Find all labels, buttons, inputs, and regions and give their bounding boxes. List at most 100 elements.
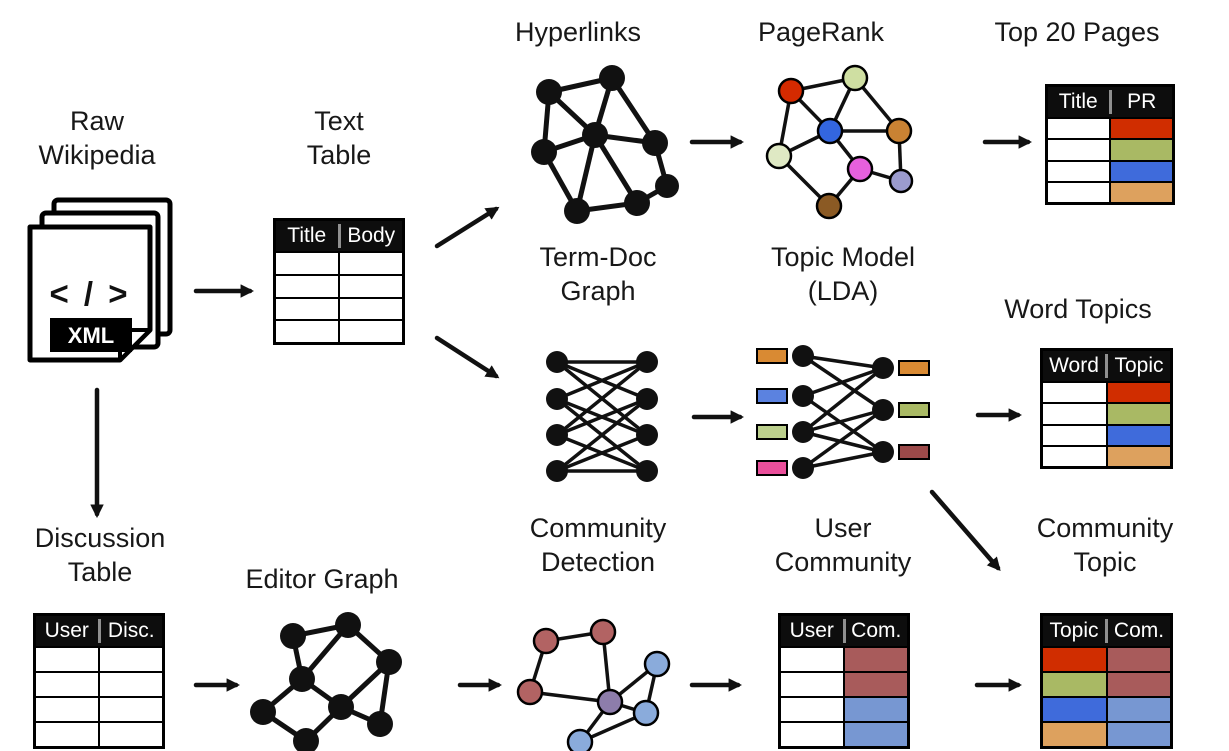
table-cell <box>1111 182 1172 202</box>
graph-edge <box>802 354 884 370</box>
label-line: User <box>814 513 872 543</box>
graph-node <box>642 130 668 156</box>
label-line: Community <box>774 547 912 577</box>
table-row <box>1048 159 1172 181</box>
graph-edge <box>555 360 649 437</box>
label-editor-graph: Editor Graph <box>245 564 399 594</box>
graph-node <box>777 77 805 105</box>
table-row <box>1043 696 1170 721</box>
header-divider <box>337 224 341 248</box>
label-line: Term-Doc <box>539 242 657 272</box>
table-row <box>781 721 907 746</box>
header-divider <box>1105 354 1108 378</box>
table-cell <box>340 298 402 320</box>
header-cell: Word <box>1049 354 1099 377</box>
header-cell: User <box>789 619 834 642</box>
flow-arrow <box>434 335 500 379</box>
table-cell <box>781 698 845 721</box>
label-line: Discussion <box>34 523 166 553</box>
label-topic-model: Topic Model (LDA) <box>771 240 915 308</box>
table-cell <box>100 673 162 696</box>
graph-node <box>289 666 315 692</box>
pagerank-graph <box>765 64 914 220</box>
table-cell <box>276 298 340 320</box>
table-row <box>36 696 162 721</box>
label-community-detection: Community Detection <box>530 511 667 579</box>
graph-node <box>655 174 679 198</box>
community-graph <box>516 618 671 751</box>
table-cell <box>781 673 845 696</box>
header-divider <box>1108 90 1112 114</box>
graph-node <box>367 711 393 737</box>
label-line: Topic Model <box>770 242 916 272</box>
graph-edge <box>801 366 885 434</box>
table-row <box>1048 138 1172 160</box>
table-cell <box>845 648 907 671</box>
graph-edge <box>802 366 884 398</box>
topic-swatch <box>756 460 788 476</box>
graph-node <box>636 424 658 446</box>
graph-node <box>564 198 590 224</box>
label-raw-wikipedia: Raw Wikipedia <box>38 104 155 172</box>
table-row <box>1048 117 1172 139</box>
label-community-topic: Community Topic <box>1037 511 1174 579</box>
label-line: Community <box>1036 513 1174 543</box>
network-graphs <box>250 64 930 751</box>
table-cell <box>1107 446 1170 466</box>
graph-edge <box>801 408 885 470</box>
table-row <box>781 646 907 671</box>
table-row <box>1043 381 1170 403</box>
label-line: Graph <box>560 276 636 306</box>
label-top-20-pages: Top 20 Pages <box>994 17 1160 47</box>
hyperlinks-graph <box>531 65 679 224</box>
header-cell: Com. <box>1113 619 1165 642</box>
table-row <box>1043 402 1170 424</box>
table-row <box>1043 721 1170 746</box>
graph-node <box>792 345 814 367</box>
graph-node <box>293 728 319 751</box>
graph-edge <box>592 133 640 205</box>
header-cell: Title <box>287 224 327 247</box>
table-cell <box>781 648 845 671</box>
label-line: Wikipedia <box>38 140 156 170</box>
label-term-doc-graph: Term-Doc Graph <box>539 240 656 308</box>
graph-edge <box>556 433 648 473</box>
graph-node <box>376 649 402 675</box>
graph-node <box>792 421 814 443</box>
table-cell <box>340 275 402 297</box>
table-row <box>276 251 402 274</box>
topic-swatch <box>756 424 788 440</box>
graph-edge <box>529 690 611 704</box>
graph-node <box>872 441 894 463</box>
table-cell <box>1048 119 1111 139</box>
table-row <box>276 296 402 320</box>
graph-node <box>636 388 658 410</box>
table-row <box>36 721 162 746</box>
graph-node <box>816 117 844 145</box>
graph-edge <box>801 394 885 454</box>
table-row <box>1043 646 1170 671</box>
table-cell <box>36 673 100 696</box>
table-cell <box>1107 425 1170 445</box>
topic-swatch <box>898 444 930 460</box>
xml-badge <box>50 318 132 352</box>
graph-node <box>632 699 660 727</box>
table-cell <box>845 673 907 696</box>
table-cell <box>1043 673 1108 696</box>
graph-node <box>885 117 913 145</box>
table-cell <box>1107 648 1170 671</box>
table-row <box>781 671 907 696</box>
graph-edge <box>802 408 884 434</box>
table-cell <box>1043 446 1108 466</box>
label-line: (LDA) <box>807 276 879 306</box>
label-line: Topic <box>1073 547 1137 577</box>
table-row <box>1043 423 1170 445</box>
header-divider <box>842 619 846 643</box>
graph-node <box>888 168 914 194</box>
